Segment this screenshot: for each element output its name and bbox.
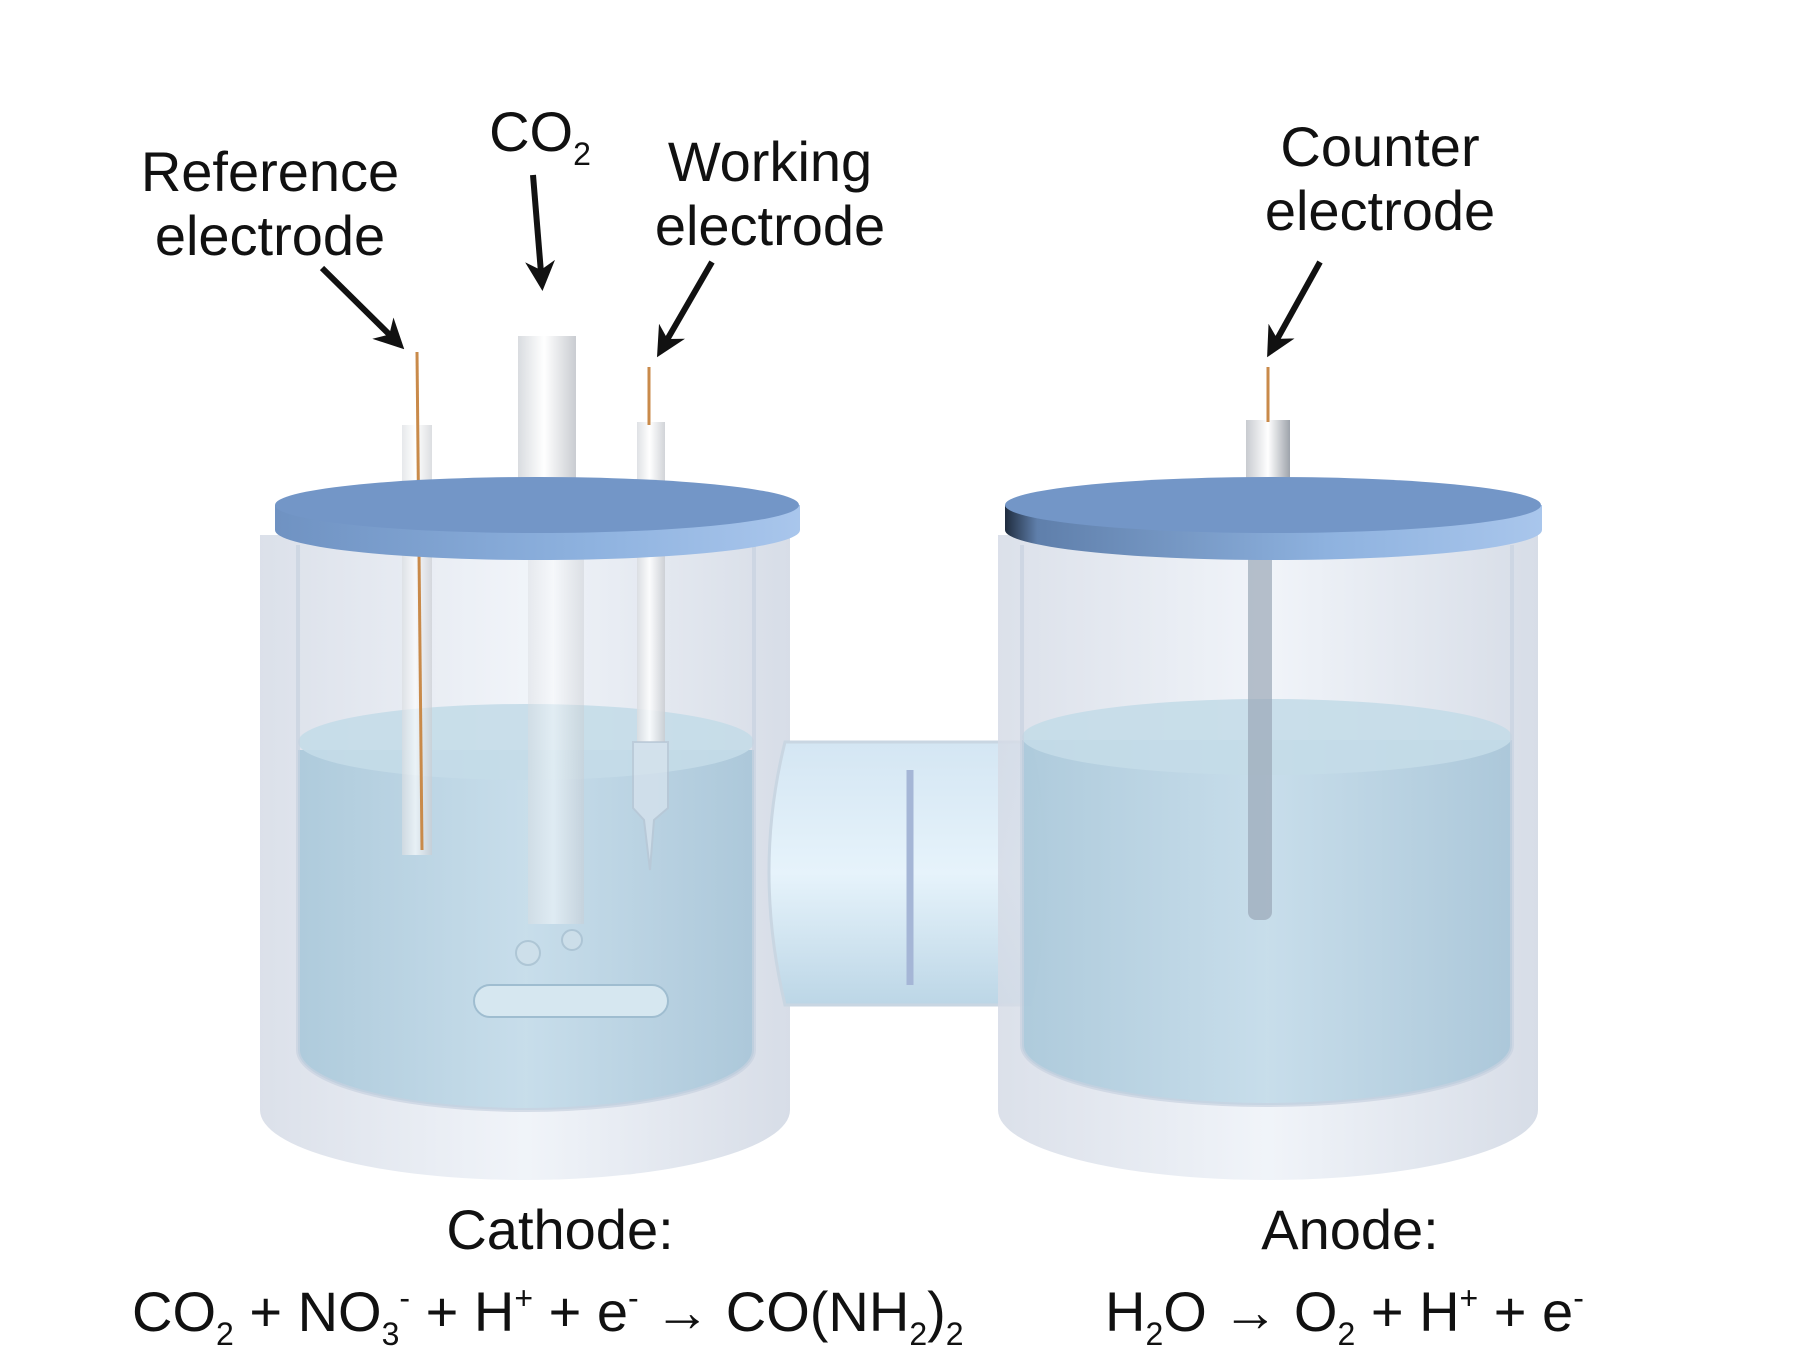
reference-label-line1: Reference [140,140,400,203]
eq-sub: 3 [381,1316,400,1352]
reference-electrode-label: Reference electrode [100,140,440,268]
cathode-electrolyte-surface [298,704,754,780]
eq-term: + NO [233,1280,382,1343]
eq-term: H [1105,1280,1146,1343]
anode-equation: H2O → O2 + H+ + e- [1105,1266,1584,1366]
eq-term: O → O [1163,1280,1338,1343]
co2-bubble [515,940,541,966]
eq-term: + H [1355,1280,1460,1343]
reference-electrode-wire [415,351,424,851]
anode-inner-wall [1020,545,1514,1107]
eq-term: ) [927,1280,946,1343]
label-arrows [319,174,1323,358]
co2-label-base: CO [489,100,574,163]
working-label-line2: electrode [654,194,886,257]
counter-electrode-rod [1248,505,1272,920]
co2-bubble [561,929,583,951]
anode-electrolyte [1022,740,1512,1105]
co2-label: CO2 [460,100,620,186]
eq-term: CO [132,1280,216,1343]
eq-term: + H [410,1280,515,1343]
working-electrode-tip [632,741,669,871]
eq-sup: - [399,1280,411,1316]
working-label-line1: Working [667,130,873,193]
cathode-cell [260,336,800,1180]
eq-sup: - [628,1280,639,1316]
cathode-lid-top [275,477,799,533]
eq-sup: - [1573,1280,1584,1316]
counter-label-line2: electrode [1264,179,1496,242]
reference-arrow [319,265,405,350]
eq-sub: 2 [1145,1316,1164,1352]
counter-label-line1: Counter [1280,115,1480,178]
stir-bar [473,984,669,1018]
counter-electrode-label: Counter electrode [1240,115,1520,243]
cathode-title: Cathode: [446,1198,674,1261]
eq-term: + e [1478,1280,1574,1343]
cathode-inner-wall [296,545,756,1112]
eq-sub: 2 [1337,1316,1356,1352]
anode-cell [998,367,1542,1180]
eq-sub: 2 [945,1316,964,1352]
eq-term: + e [533,1280,628,1343]
co2-arrow [525,174,555,291]
reference-label-line2: electrode [154,204,386,267]
anode-lid-top [1005,477,1541,533]
working-arrow [656,260,715,358]
eq-term: → CO(NH [638,1280,910,1343]
counter-arrow [1267,260,1323,358]
cathode-electrolyte [298,750,754,1110]
cathode-equation: CO2 + NO3- + H+ + e- → CO(NH2)2 [132,1266,964,1366]
eq-sup: + [1459,1280,1479,1316]
co2-label-sub: 2 [573,136,591,172]
eq-sub: 2 [216,1316,234,1352]
eq-sub: 2 [909,1316,928,1352]
co2-inlet-tube-submerged [528,506,584,924]
working-electrode-tube [637,422,665,742]
eq-sup: + [514,1280,534,1316]
anode-title: Anode: [1261,1198,1439,1261]
working-electrode-label: Working electrode [640,130,900,258]
